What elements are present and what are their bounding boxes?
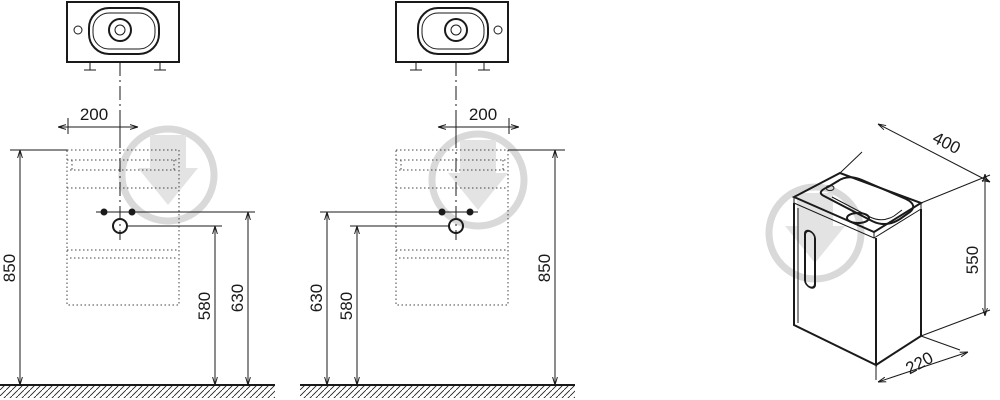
cabinet-outline xyxy=(395,149,509,306)
door-handle-icon xyxy=(804,229,816,289)
drain-icon xyxy=(108,18,132,42)
floor-hatch xyxy=(0,385,275,398)
tap-hole-icon xyxy=(825,185,835,191)
dim-550-iso: 550 xyxy=(963,246,982,274)
dim-200-right: 200 xyxy=(469,105,497,124)
dim-220-iso: 220 xyxy=(902,348,936,378)
drain-icon xyxy=(846,212,870,224)
right-elevation-view: 200 630 580 850 xyxy=(300,1,575,398)
dim-580-left: 580 xyxy=(195,292,214,320)
cabinet-outline xyxy=(66,149,180,306)
dim-630-right: 630 xyxy=(307,284,326,312)
dim-630-left: 630 xyxy=(228,284,247,312)
basin-top-view xyxy=(66,1,180,71)
dim-580-right: 580 xyxy=(337,292,356,320)
floor-hatch xyxy=(300,385,575,398)
dim-200-left: 200 xyxy=(80,105,108,124)
tap-hole-icon xyxy=(493,25,503,35)
tap-hole-icon xyxy=(73,25,83,35)
dim-850-left: 850 xyxy=(0,254,19,282)
drain-icon xyxy=(444,18,468,42)
isometric-view: 400 550 220 xyxy=(765,124,990,382)
dim-850-right: 850 xyxy=(535,254,554,282)
basin-top-view xyxy=(395,1,509,71)
brand-watermark-icon xyxy=(428,130,528,230)
brand-watermark-icon xyxy=(118,125,218,225)
left-elevation-view: 200 850 580 630 xyxy=(0,1,275,398)
